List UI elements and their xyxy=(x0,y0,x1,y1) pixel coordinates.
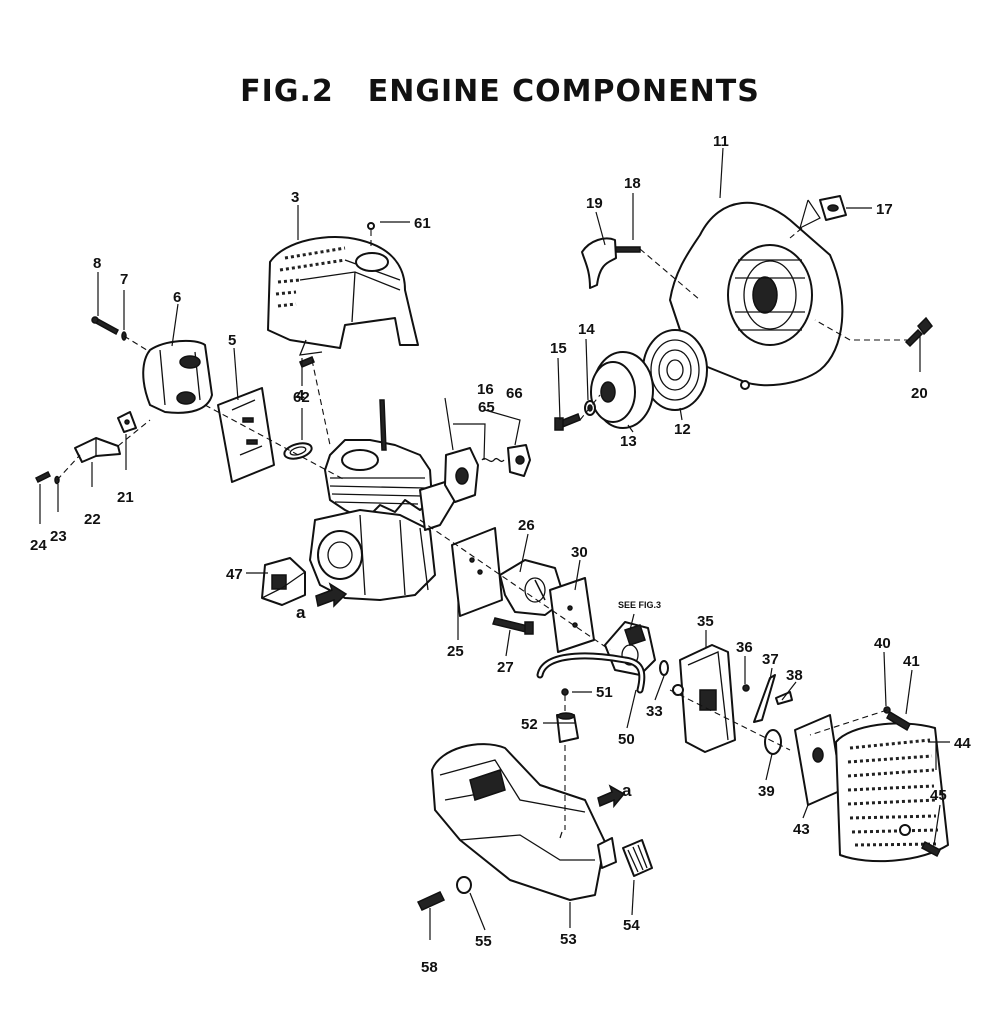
figure-caption: ENGINE COMPONENTS xyxy=(367,74,760,109)
part-label-52: 52 xyxy=(521,716,538,733)
air-cleaner-case-part xyxy=(672,644,736,753)
part-label-30: 30 xyxy=(571,544,588,561)
spring-65-part xyxy=(481,457,505,463)
part-label-47: 47 xyxy=(226,566,243,583)
pawl-66-part xyxy=(507,444,531,477)
pin-36-part xyxy=(742,684,750,692)
bolt-8-part xyxy=(91,316,119,336)
part-label-51: 51 xyxy=(596,684,613,701)
part-label-36: 36 xyxy=(736,639,753,656)
part-label-66: 66 xyxy=(506,385,523,402)
ignition-coil-part xyxy=(444,447,479,503)
flow-arrow-a-upper xyxy=(597,784,626,809)
pin-22-part xyxy=(74,437,121,463)
air-cleaner-cover-part xyxy=(835,722,949,863)
part-label-15: 15 xyxy=(550,340,567,357)
part-label-11: 11 xyxy=(713,133,729,150)
part-label-37: 37 xyxy=(762,651,779,668)
bolt-27-part xyxy=(492,617,534,635)
part-label-22: 22 xyxy=(84,511,101,528)
flow-arrow-a-lower xyxy=(315,582,348,608)
part-label-55: 55 xyxy=(475,933,492,950)
part-label-18: 18 xyxy=(624,175,641,192)
part-label-20: 20 xyxy=(911,385,928,402)
clamp-51-part xyxy=(561,688,569,696)
part-label-43: 43 xyxy=(793,821,810,838)
reed-valve-part xyxy=(261,557,306,606)
starter-rope-part xyxy=(612,246,641,253)
part-label-62: 62 xyxy=(293,389,310,406)
screw-45-part xyxy=(921,840,941,858)
leader-lines xyxy=(39,147,950,940)
part-label-8: 8 xyxy=(93,255,101,272)
muffler-part xyxy=(142,339,213,414)
engine-cover-part xyxy=(267,235,419,356)
part-label-65: 65 xyxy=(478,399,495,416)
part-label-12: 12 xyxy=(674,421,691,438)
arrow-label-upper: a xyxy=(622,781,632,800)
o-ring-33-part xyxy=(659,660,669,676)
tank-cap-part xyxy=(622,839,653,877)
muffler-gasket-part xyxy=(217,387,275,483)
part-label-26: 26 xyxy=(518,517,535,534)
part-label-50: 50 xyxy=(618,731,635,748)
assembly-guide-lines xyxy=(56,227,910,830)
part-label-25: 25 xyxy=(447,643,464,660)
arrow-label-lower: a xyxy=(296,603,306,622)
rope-pulley-part xyxy=(590,351,654,429)
fuel-tank-part xyxy=(431,743,617,901)
screw-15-part xyxy=(554,413,581,431)
part-label-4: 4 xyxy=(296,387,305,404)
plate-21-part xyxy=(117,411,137,433)
see-fig3-note: SEE FIG.3 xyxy=(618,600,661,610)
starter-housing-part xyxy=(669,201,844,390)
part-label-19: 19 xyxy=(586,195,603,212)
exhaust-gasket-part xyxy=(283,442,313,460)
part-label-58: 58 xyxy=(421,959,438,976)
part-label-61: 61 xyxy=(414,215,431,232)
grommet-17-part xyxy=(819,195,847,221)
screw-24-part xyxy=(34,470,52,484)
part-label-3: 3 xyxy=(291,189,299,206)
fuel-filter-part xyxy=(556,712,579,743)
part-label-35: 35 xyxy=(697,613,714,630)
part-label-13: 13 xyxy=(620,433,637,450)
part-label-53: 53 xyxy=(560,931,577,948)
part-label-14: 14 xyxy=(578,321,595,338)
part-label-38: 38 xyxy=(786,667,803,684)
screw-58-part xyxy=(416,891,446,911)
starter-handle-part xyxy=(581,237,617,289)
part-label-54: 54 xyxy=(623,917,640,934)
part-label-39: 39 xyxy=(758,783,775,800)
screw-61-part xyxy=(367,222,375,230)
fuel-hose-part xyxy=(536,652,646,694)
insulator-gasket-part xyxy=(451,527,503,617)
part-label-6: 6 xyxy=(173,289,181,306)
part-label-41: 41 xyxy=(903,653,920,670)
part-label-16: 16 xyxy=(477,381,494,398)
part-label-5: 5 xyxy=(228,332,236,349)
engine-block-part xyxy=(309,399,456,601)
grommet-55-part xyxy=(456,876,472,894)
screw-62-part xyxy=(299,356,315,368)
part-label-33: 33 xyxy=(646,703,663,720)
part-label-44: 44 xyxy=(954,735,971,752)
cleaner-element-part xyxy=(794,714,843,806)
part-label-27: 27 xyxy=(497,659,514,676)
screw-20-part xyxy=(904,316,933,348)
bolt-41-part xyxy=(886,710,911,732)
part-label-24: 24 xyxy=(30,537,47,554)
part-label-40: 40 xyxy=(874,635,891,652)
part-label-17: 17 xyxy=(876,201,893,218)
part-label-21: 21 xyxy=(117,489,134,506)
part-label-23: 23 xyxy=(50,528,67,545)
part-label-45: 45 xyxy=(930,787,947,804)
figure-number: FIG.2 xyxy=(240,74,334,109)
part-label-7: 7 xyxy=(120,271,128,288)
figure-title: FIG.2 ENGINE COMPONENTS xyxy=(0,74,1000,109)
carburetor-gasket-part xyxy=(549,577,595,653)
